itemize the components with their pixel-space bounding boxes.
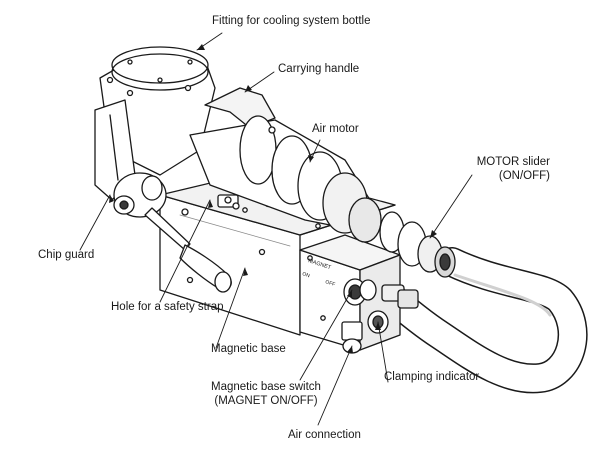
label-motor-slider: MOTOR slider (ON/OFF)	[448, 155, 550, 183]
label-safety-strap: Hole for a safety strap	[111, 301, 224, 313]
label-air-connection: Air connection	[288, 429, 361, 441]
label-carrying-handle: Carrying handle	[278, 63, 360, 75]
label-magnet-switch-line2: (MAGNET ON/OFF)	[214, 395, 318, 407]
air-motor	[189, 115, 382, 243]
panel-off-text: OFF	[324, 279, 335, 288]
leader-lines	[79, 32, 473, 426]
label-motor-slider-line1: MOTOR slider	[476, 156, 550, 168]
label-chip-guard: Chip guard	[38, 249, 95, 261]
panel-on-text: ON	[301, 271, 310, 279]
label-magnetic-base: Magnetic base	[211, 343, 286, 355]
label-motor-slider-line2: (ON/OFF)	[498, 170, 550, 182]
motor-slider	[379, 211, 456, 278]
safety-strap-bracket	[217, 194, 240, 210]
magnet-switch-knob	[343, 278, 377, 306]
air-hose	[370, 247, 588, 394]
label-magnet-switch-line1: Magnetic base switch	[211, 381, 321, 393]
leader-arrowheads	[109, 44, 437, 353]
label-cooling-bottle: Fitting for cooling system bottle	[212, 15, 371, 27]
air-connection-fitting	[341, 284, 419, 354]
label-air-motor: Air motor	[312, 123, 359, 135]
label-clamping-indicator: Clamping indicator	[384, 371, 480, 383]
feed-lever	[113, 172, 232, 293]
label-magnet-switch: Magnetic base switch (MAGNET ON/OFF)	[196, 380, 336, 408]
